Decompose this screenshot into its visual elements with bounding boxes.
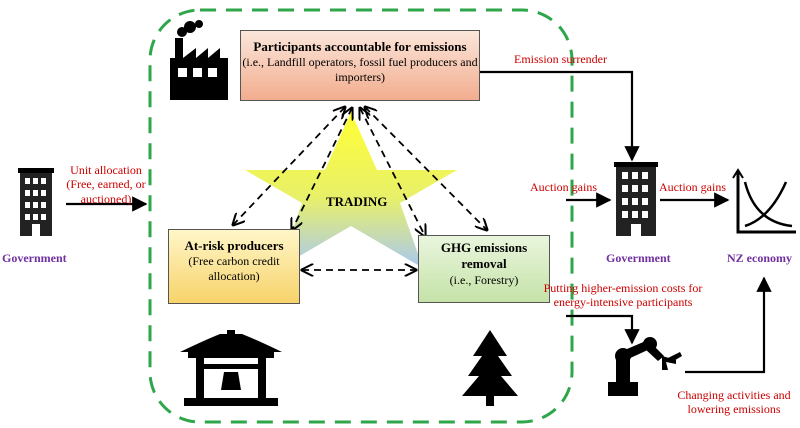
ghg-removal-title: GHG emissions removal: [440, 240, 528, 272]
factory-icon: [170, 20, 228, 100]
arrow-emission-surrender: [480, 70, 640, 162]
ghg-removal-box: GHG emissions removal (i.e., Forestry): [418, 235, 550, 303]
participants-title: Participants accountable for emissions: [253, 39, 467, 54]
scheme-frame: [148, 8, 574, 424]
at-risk-box: At-risk producers (Free carbon credit al…: [168, 229, 300, 304]
tree-icon: [462, 330, 518, 406]
government-left-label: Government: [2, 251, 67, 265]
auction-gains-in-label: Auction gains: [530, 180, 597, 194]
economy-chart-icon: [732, 168, 796, 234]
emission-surrender-label: Emission surrender: [514, 52, 607, 66]
arrow-changing-activities: [685, 276, 772, 374]
building-icon: [614, 162, 658, 236]
ghg-removal-subtitle: (i.e., Forestry): [449, 272, 519, 287]
building-icon: [18, 168, 54, 236]
at-risk-subtitle: (Free carbon credit allocation): [188, 254, 280, 284]
pagoda-icon: [180, 330, 282, 406]
auction-gains-out-label: Auction gains: [659, 180, 726, 194]
at-risk-title: At-risk producers: [184, 238, 284, 253]
changing-activities-label: Changing activities and lowering emissio…: [677, 388, 791, 417]
higher-costs-label: Putting higher-emission costs for energy…: [543, 281, 703, 310]
unit-allocation-label: Unit allocation (Free, earned, or auctio…: [66, 163, 146, 206]
participants-subtitle: (i.e., Landfill operators, fossil fuel p…: [242, 55, 478, 85]
trade-arrow-participants-atrisk-b: [292, 108, 352, 230]
arrow-higher-costs: [566, 314, 640, 345]
trading-arrows: [233, 107, 487, 270]
participants-box: Participants accountable for emissions (…: [240, 30, 480, 101]
robot-arm-icon: [608, 337, 682, 396]
government-right-label: Government: [606, 251, 671, 265]
trading-label: TRADING: [326, 194, 388, 209]
nz-economy-label: NZ economy: [727, 251, 792, 265]
